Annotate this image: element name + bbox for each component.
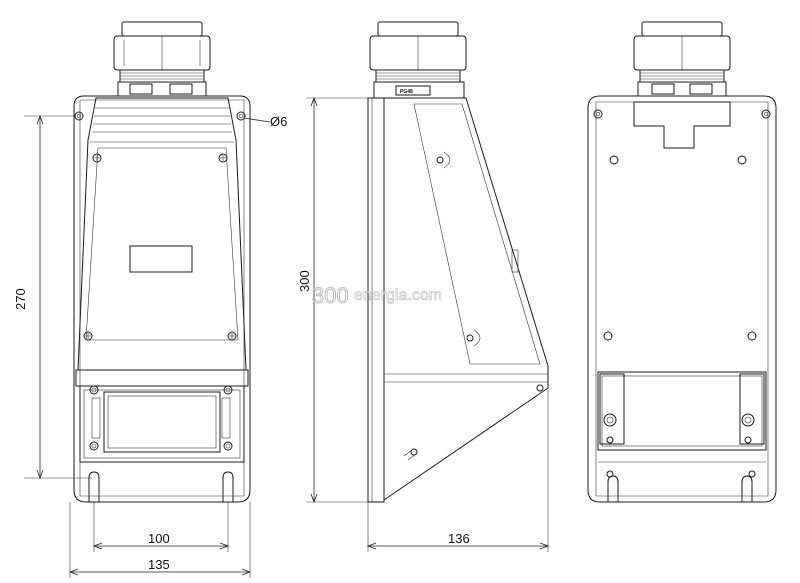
front-slot-left: [88, 471, 100, 502]
dim-136-label: 136: [448, 531, 470, 546]
front-mount-hole-left: [74, 111, 84, 121]
front-label-window: [129, 245, 193, 273]
back-view: [587, 21, 777, 503]
back-plate: [587, 95, 777, 503]
dim-100-label: 100: [148, 531, 170, 546]
front-screws: [83, 153, 237, 341]
front-housing: [77, 97, 247, 371]
dimension-lines: [24, 96, 550, 578]
back-slot-right: [741, 475, 753, 502]
front-slot-right: [222, 471, 234, 502]
dimension-labels: 270 300 100 135 136 Ø6: [13, 114, 470, 572]
front-socket-box: [75, 369, 249, 463]
front-cable-gland: [113, 21, 211, 97]
part-label: PG48: [400, 89, 413, 95]
dim-300-label: 300: [297, 270, 312, 292]
watermark: 300 energia.com: [312, 283, 443, 309]
side-view: PG48: [367, 21, 549, 503]
side-back-plate: [367, 97, 385, 503]
dim-135-label: 135: [148, 557, 170, 572]
dim-270-label: 270: [13, 288, 28, 310]
svg-text:energia.com: energia.com: [354, 287, 442, 304]
dim-hole-diameter-label: Ø6: [270, 114, 287, 129]
side-cable-gland: PG48: [369, 21, 467, 99]
back-socket-area: [597, 371, 767, 478]
back-slot-left: [607, 475, 619, 502]
back-holes: [593, 109, 771, 341]
back-center-tab: [633, 101, 731, 149]
back-cable-gland: [633, 21, 731, 97]
front-back-plate: [73, 95, 251, 503]
side-housing: [383, 97, 549, 501]
front-mount-hole-right: [236, 111, 246, 121]
front-view: [73, 21, 251, 503]
svg-text:300: 300: [312, 283, 349, 308]
